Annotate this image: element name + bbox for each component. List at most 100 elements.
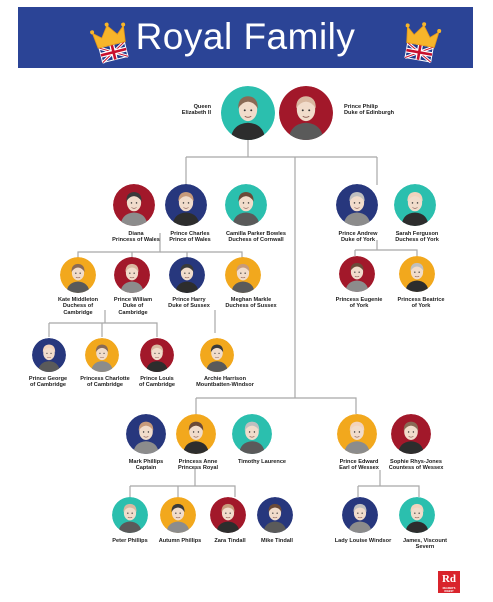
name-line2: Duchess of [62,303,94,310]
portrait-image-markphillips [126,414,166,454]
portrait-image-diana [113,184,155,226]
name-line2: of York [349,303,369,310]
portrait-william [114,257,150,293]
portrait-kate [60,257,96,293]
name-line1: Kate Middleton [57,297,99,303]
name-line2: Mountbatten-Windsor [196,382,254,389]
portrait-image-elizabeth [221,86,275,140]
name-line2: Duke of Edinburgh [344,110,395,117]
name-line1: Sarah Ferguson [395,231,439,237]
name-line1: Princess Eugenie [335,297,383,303]
portrait-image-andrew [336,184,378,226]
name-line1: Camilla Parker Bowles [225,231,287,237]
name-line1: Princess Charlotte [80,376,130,382]
name-line1: Princess Beatrice [397,297,445,303]
name-line1: Sophie Rhys-Jones [390,459,442,465]
name-line1: Queen [193,104,211,110]
name-line1: Prince Andrew [338,231,378,237]
name-line2: Duke of [122,303,144,310]
name-line1: Mark Phillips [128,459,164,465]
portrait-image-autumn [160,497,196,533]
crown-left-icon [90,22,129,64]
name-line1: Prince George [28,376,68,382]
portrait-diana [113,184,155,226]
portrait-sarah [394,184,436,226]
name-line2: Princess of Wales [112,237,160,244]
portrait-image-timothy [232,414,272,454]
portrait-image-george [32,338,66,372]
portrait-archie [200,338,234,372]
name-line2: of Cambridge [138,382,176,389]
portrait-image-meghan [225,257,261,293]
portrait-image-camilla [225,184,267,226]
portrait-zara [210,497,246,533]
portrait-image-william [114,257,150,293]
portrait-louise [342,497,378,533]
portrait-elizabeth [221,86,275,140]
portrait-image-mike [257,497,293,533]
portrait-louis [140,338,174,372]
portrait-camilla [225,184,267,226]
portrait-markphillips [126,414,166,454]
portrait-image-harry [169,257,205,293]
name-label-zara: Zara Tindall [214,538,245,544]
portrait-image-charles [165,184,207,226]
logo-subtext: READER'S DIGEST [442,587,456,593]
portrait-meghan [225,257,261,293]
name-line1: Prince Louis [140,376,174,382]
name-line2: Duchess of Sussex [225,303,277,310]
name-line2: of Cambridge [86,382,124,389]
portrait-autumn [160,497,196,533]
portrait-image-louise [342,497,378,533]
name-line3: Cambridge [118,309,148,316]
name-line2: Severn [415,544,435,551]
name-line2: of Cambridge [29,382,67,389]
portrait-edward [337,414,377,454]
name-line1: Prince Edward [339,459,379,465]
portrait-image-charlotte [85,338,119,372]
portrait-anne [176,414,216,454]
portrait-james [399,497,435,533]
name-line1: Princess Anne [178,459,218,465]
name-line1: Prince Charles [170,231,210,237]
name-line2: Prince of Wales [169,237,211,244]
page-title: Royal Family [135,16,356,57]
portrait-image-sophie [391,414,431,454]
portrait-image-philip [279,86,333,140]
name-label-mike: Mike Tindall [261,538,293,544]
portrait-image-sarah [394,184,436,226]
portrait-image-eugenie [339,256,375,292]
crown-right-icon [404,22,442,64]
portrait-image-anne [176,414,216,454]
portrait-image-archie [200,338,234,372]
name-line2: Princess Royal [177,465,219,472]
name-line1: James, Viscount [402,538,448,544]
header-banner: Royal Family [18,7,473,68]
name-label-timothy: Timothy Laurence [238,459,286,465]
name-line1: Mike Tindall [261,538,293,544]
name-label-autumn: Autumn Phillips [159,538,202,544]
name-line1: Timothy Laurence [237,459,287,465]
portrait-image-beatrice [399,256,435,292]
portrait-charles [165,184,207,226]
name-line2: Duke of Sussex [168,303,210,310]
name-line2: Earl of Wessex [339,465,379,472]
name-line1: Peter Phillips [112,538,148,544]
portrait-timothy [232,414,272,454]
name-label-louise: Lady Louise Windsor [335,538,392,544]
